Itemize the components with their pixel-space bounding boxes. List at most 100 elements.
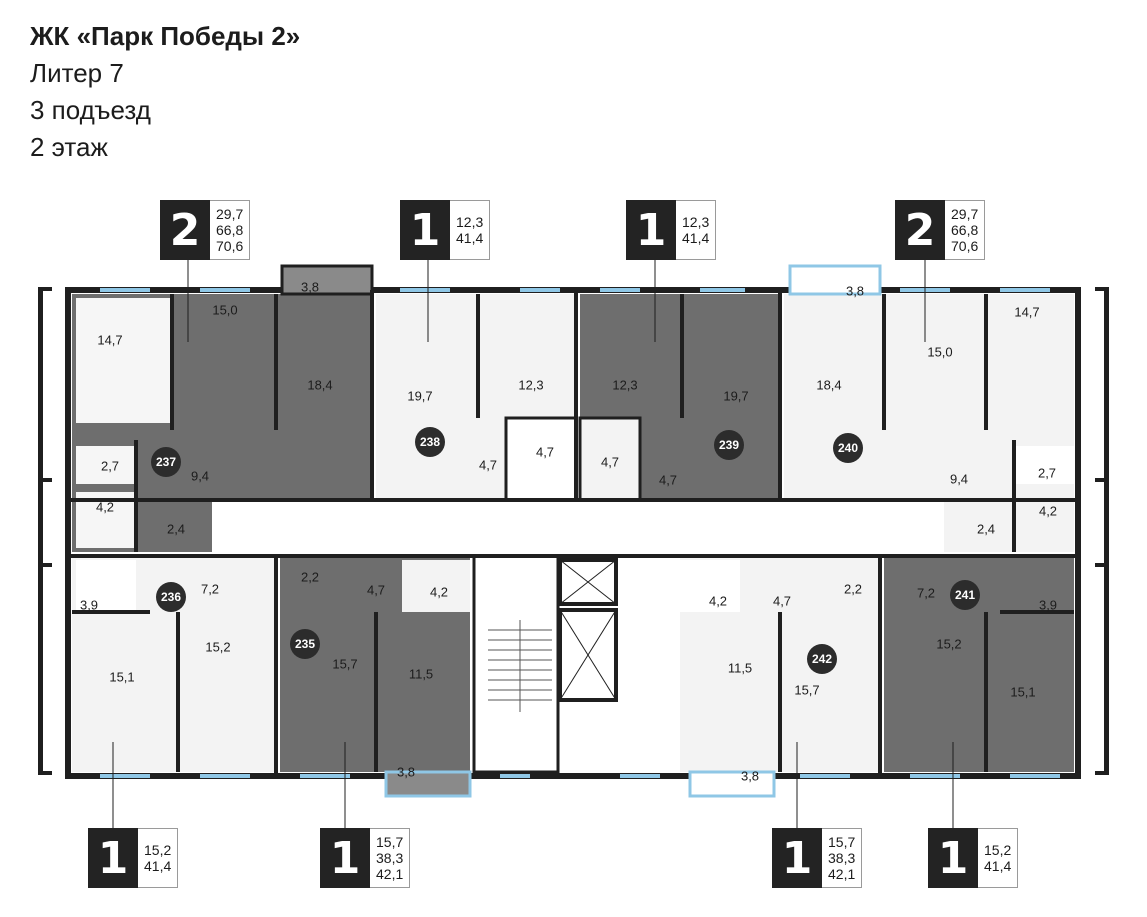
room-area: 14,7 [1014,304,1040,320]
room-area: 3,8 [845,283,865,299]
area-value: 15,7 [828,834,856,850]
room-area: 14,7 [97,332,123,348]
room-area: 15,2 [936,636,962,652]
room-count: 1 [88,828,138,888]
room-area: 4,7 [535,444,555,460]
apartment-number-239[interactable]: 239 [714,430,744,460]
apartment-number-238[interactable]: 238 [415,427,445,457]
area-values: 12,3 41,4 [676,200,717,260]
area-value: 41,4 [682,230,710,246]
apartment-number-236[interactable]: 236 [156,582,186,612]
area-value: 29,7 [216,206,244,222]
room-count: 1 [928,828,978,888]
unit-badge-242[interactable]: 1 15,7 38,3 42,1 [772,828,863,888]
room-area: 4,7 [772,593,792,609]
area-values: 15,2 41,4 [978,828,1019,888]
room-area: 15,1 [1010,684,1036,700]
room-area: 15,1 [109,669,135,685]
entrance-label: 3 подъезд [30,95,151,125]
room-area: 9,4 [190,468,210,484]
room-count: 2 [895,200,945,260]
area-values: 12,3 41,4 [450,200,491,260]
room-area: 4,2 [95,499,115,515]
area-value: 29,7 [951,206,979,222]
area-value: 41,4 [984,858,1012,874]
area-values: 15,7 38,3 42,1 [822,828,863,888]
room-area: 12,3 [612,377,638,393]
unit-badge-239[interactable]: 1 12,3 41,4 [626,200,717,260]
room-area: 2,7 [100,458,120,474]
unit-badge-235[interactable]: 1 15,7 38,3 42,1 [320,828,411,888]
apartment-241[interactable] [884,556,1074,772]
corridor [212,500,944,556]
room-area: 9,4 [949,471,969,487]
room-area: 12,3 [518,377,544,393]
balcony-237 [280,264,374,296]
area-value: 66,8 [951,222,979,238]
area-value: 38,3 [376,850,404,866]
room-area: 4,7 [478,457,498,473]
unit-badge-240[interactable]: 2 29,7 66,8 70,6 [895,200,986,260]
area-value: 41,4 [456,230,484,246]
area-value: 12,3 [456,214,484,230]
room-area: 4,7 [366,582,386,598]
area-value: 70,6 [951,238,979,254]
room-area: 4,2 [429,584,449,600]
unit-badge-237[interactable]: 2 29,7 66,8 70,6 [160,200,251,260]
liter-label: Литер 7 [30,58,124,88]
complex-title: ЖК «Парк Победы 2» [30,21,301,51]
room-area: 11,5 [408,666,434,682]
room-area: 3,8 [396,764,416,780]
area-value: 38,3 [828,850,856,866]
unit-badge-238[interactable]: 1 12,3 41,4 [400,200,491,260]
room-area: 7,2 [200,581,220,597]
area-value: 15,7 [376,834,404,850]
room-area: 3,8 [740,768,760,784]
unit-badge-236[interactable]: 1 15,2 41,4 [88,828,179,888]
room-area: 2,2 [843,581,863,597]
room-area: 4,7 [658,472,678,488]
unit-badge-241[interactable]: 1 15,2 41,4 [928,828,1019,888]
room-area: 19,7 [723,388,749,404]
balcony-235 [384,770,472,798]
apartment-number-240[interactable]: 240 [833,433,863,463]
room-area: 15,7 [332,656,358,672]
room-area: 2,4 [976,521,996,537]
area-value: 66,8 [216,222,244,238]
balcony-240 [788,264,882,296]
area-value: 12,3 [682,214,710,230]
apartment-number-241[interactable]: 241 [950,580,980,610]
plan-header: ЖК «Парк Победы 2» Литер 7 3 подъезд 2 э… [30,18,300,166]
room-area: 3,9 [79,597,99,613]
area-value: 41,4 [144,858,172,874]
room-area: 7,2 [916,585,936,601]
apartment-number-237[interactable]: 237 [151,447,181,477]
area-values: 29,7 66,8 70,6 [210,200,251,260]
room-area: 15,7 [794,682,820,698]
apartment-240[interactable] [784,294,1074,552]
room-count: 1 [320,828,370,888]
room-count: 2 [160,200,210,260]
room-area: 2,4 [166,521,186,537]
area-values: 29,7 66,8 70,6 [945,200,986,260]
room-count: 1 [400,200,450,260]
area-value: 70,6 [216,238,244,254]
apartment-number-242[interactable]: 242 [807,644,837,674]
room-area: 3,8 [300,279,320,295]
room-area: 2,2 [300,569,320,585]
room-area: 4,7 [600,454,620,470]
floor-label: 2 этаж [30,132,108,162]
room-area: 18,4 [816,377,842,393]
room-area: 15,2 [205,639,231,655]
area-values: 15,2 41,4 [138,828,179,888]
apartment-number-235[interactable]: 235 [290,629,320,659]
area-value: 42,1 [376,866,404,882]
area-values: 15,7 38,3 42,1 [370,828,411,888]
room-area: 4,2 [1038,503,1058,519]
area-value: 15,2 [144,842,172,858]
room-area: 11,5 [727,660,753,676]
room-area: 15,0 [212,302,238,318]
room-count: 1 [772,828,822,888]
apartment-237[interactable] [72,294,372,552]
